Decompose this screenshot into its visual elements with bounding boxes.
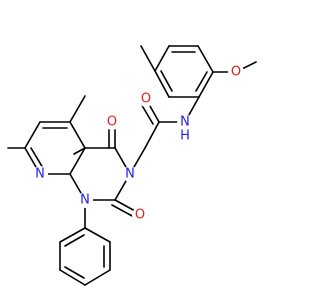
bond	[154, 45, 170, 72]
bond	[59, 227, 86, 243]
ring-nitrogen-1-atom: N	[77, 192, 93, 208]
bond	[84, 227, 111, 243]
pyridine-nitrogen-label: N	[35, 167, 45, 182]
ring-nitrogen-3-label: N	[125, 167, 135, 182]
bond	[84, 269, 111, 286]
bond	[64, 266, 85, 279]
bond	[30, 147, 44, 169]
bond	[114, 199, 138, 213]
pyridine-nitrogen-atom: N	[32, 166, 48, 182]
molecule-structure-diagram: O N H O N N N O O	[7, 45, 257, 286]
atom-mask	[77, 192, 93, 208]
bond	[69, 147, 86, 175]
bond	[59, 269, 86, 286]
bond	[69, 95, 86, 123]
bond	[198, 71, 214, 98]
carbonyl-oxygen-2-label: O	[135, 208, 145, 223]
bond	[69, 121, 86, 149]
methoxy-oxygen-atom: O	[228, 64, 244, 80]
atom-mask	[138, 91, 154, 107]
methoxy-oxygen-label: O	[231, 65, 241, 80]
amide-hydrogen-label: H	[180, 129, 190, 144]
bond	[24, 121, 41, 149]
bond	[73, 147, 86, 155]
atom-mask	[104, 114, 120, 130]
bond	[64, 234, 85, 247]
bond	[195, 71, 208, 92]
carbonyl-oxygen-2-atom: O	[132, 207, 148, 223]
atom-mask	[132, 207, 148, 223]
carbonyl-oxygen-4-label: O	[107, 115, 117, 130]
bond	[111, 204, 135, 218]
bond	[160, 70, 173, 92]
atom-mask	[178, 129, 192, 143]
atom-mask	[32, 166, 48, 182]
bond	[154, 70, 170, 98]
amide-oxygen-label: O	[141, 92, 151, 107]
carbonyl-oxygen-4-atom: O	[104, 114, 120, 130]
atom-mask	[122, 166, 138, 182]
ring-nitrogen-3-atom: N	[122, 166, 138, 182]
bond	[144, 121, 160, 149]
amide-nitrogen-atom: N H	[177, 114, 193, 144]
ring-nitrogen-1-label: N	[80, 193, 90, 208]
atom-mask	[228, 64, 244, 80]
amide-nitrogen-label: N	[180, 115, 190, 130]
bond-layer	[7, 45, 257, 286]
amide-oxygen-atom: O	[138, 91, 154, 107]
atom-mask	[177, 114, 193, 130]
bond	[197, 45, 214, 73]
bond	[140, 45, 156, 72]
atom-layer: O N H O N N N O O	[32, 64, 244, 223]
